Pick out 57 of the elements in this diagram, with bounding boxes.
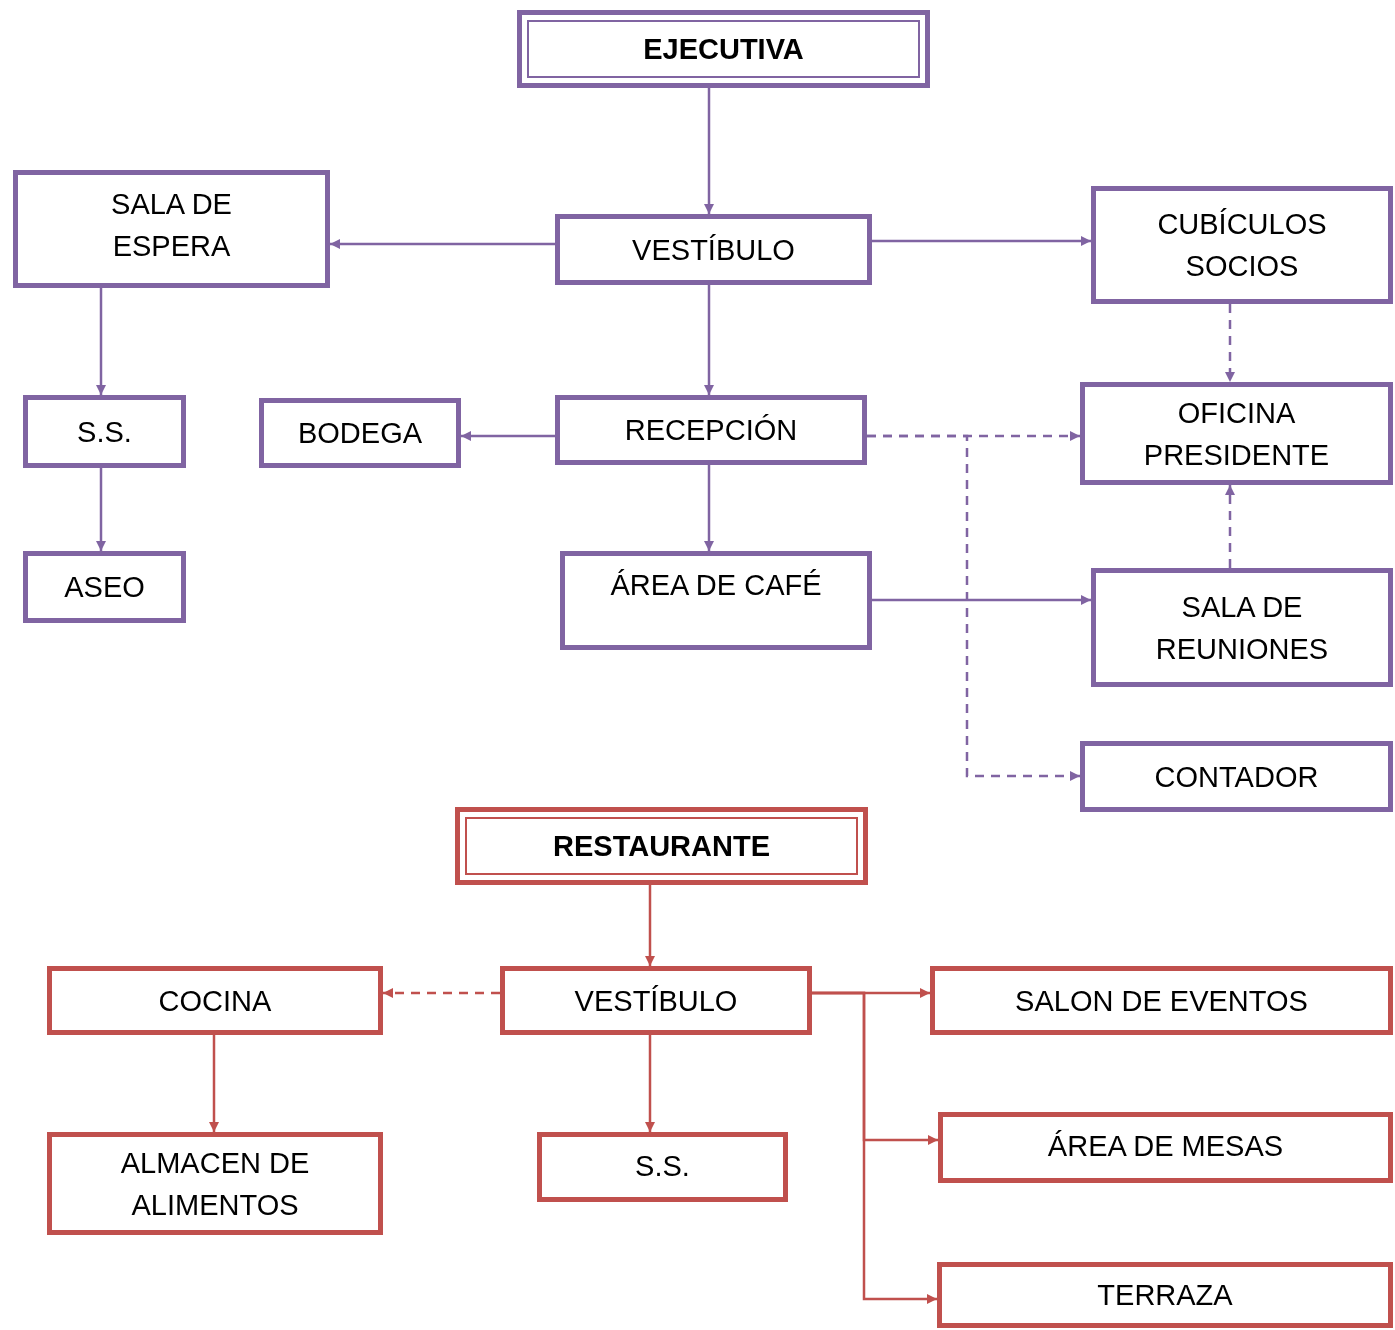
area-box: [23, 395, 186, 468]
area-label: ÁREA DE CAFÉ: [610, 568, 822, 603]
area-label: EJECUTIVA: [643, 32, 804, 67]
arrow: [96, 288, 106, 395]
arrow: [209, 1035, 219, 1132]
area-box: [1091, 186, 1393, 304]
area-label: COCINA: [158, 983, 272, 1019]
area-label: OFICINA PRESIDENTE: [1142, 395, 1331, 473]
area-label: ÁREA DE MESAS: [1047, 1129, 1284, 1164]
title-box: [455, 807, 868, 885]
area-box: [1080, 741, 1393, 812]
arrow: [1225, 304, 1235, 382]
area-label: VESTÍBULO: [632, 232, 795, 268]
area-label: SALA DE REUNIONES: [1154, 589, 1330, 667]
area-box: [500, 966, 812, 1035]
arrow: [96, 468, 106, 551]
arrow: [812, 991, 937, 1304]
arrow: [704, 88, 714, 214]
arrow: [872, 595, 1091, 605]
arrow: [704, 285, 714, 395]
arrow: [872, 236, 1091, 246]
title-box: [517, 10, 930, 88]
arrow: [383, 988, 500, 998]
area-label: BODEGA: [297, 416, 423, 451]
area-box: [560, 551, 872, 650]
area-box: [555, 395, 867, 465]
area-box: [1080, 382, 1393, 485]
area-label: CONTADOR: [1154, 759, 1319, 795]
area-label: TERRAZA: [1097, 1278, 1233, 1313]
area-box: [47, 966, 383, 1035]
area-label: S.S.: [77, 414, 132, 450]
area-label: RECEPCIÓN: [624, 413, 798, 448]
area-box: [537, 1132, 788, 1202]
area-box: [938, 1112, 1393, 1183]
arrow: [645, 1035, 655, 1132]
area-label: RESTAURANTE: [553, 829, 770, 864]
arrow: [461, 431, 555, 441]
arrow: [704, 465, 714, 551]
area-label: CUBÍCULOS SOCIOS: [1156, 207, 1328, 284]
area-label: S.S.: [635, 1149, 690, 1184]
area-label: SALA DE ESPERA: [110, 187, 233, 264]
area-box: [47, 1132, 383, 1235]
area-box: [555, 214, 872, 285]
area-box: [13, 170, 330, 288]
area-box: [23, 551, 186, 623]
area-box: [930, 966, 1393, 1035]
arrow: [867, 434, 1080, 781]
arrow: [645, 885, 655, 966]
arrow: [1225, 485, 1235, 568]
area-label: VESTÍBULO: [574, 983, 738, 1019]
area-label: SALON DE EVENTOS: [1015, 983, 1308, 1019]
area-label: ASEO: [64, 570, 145, 605]
area-label: ALMACEN DE ALIMENTOS: [119, 1145, 311, 1223]
area-box: [1091, 568, 1393, 687]
area-box: [937, 1262, 1393, 1328]
arrow: [330, 239, 555, 249]
area-box: [259, 398, 461, 468]
